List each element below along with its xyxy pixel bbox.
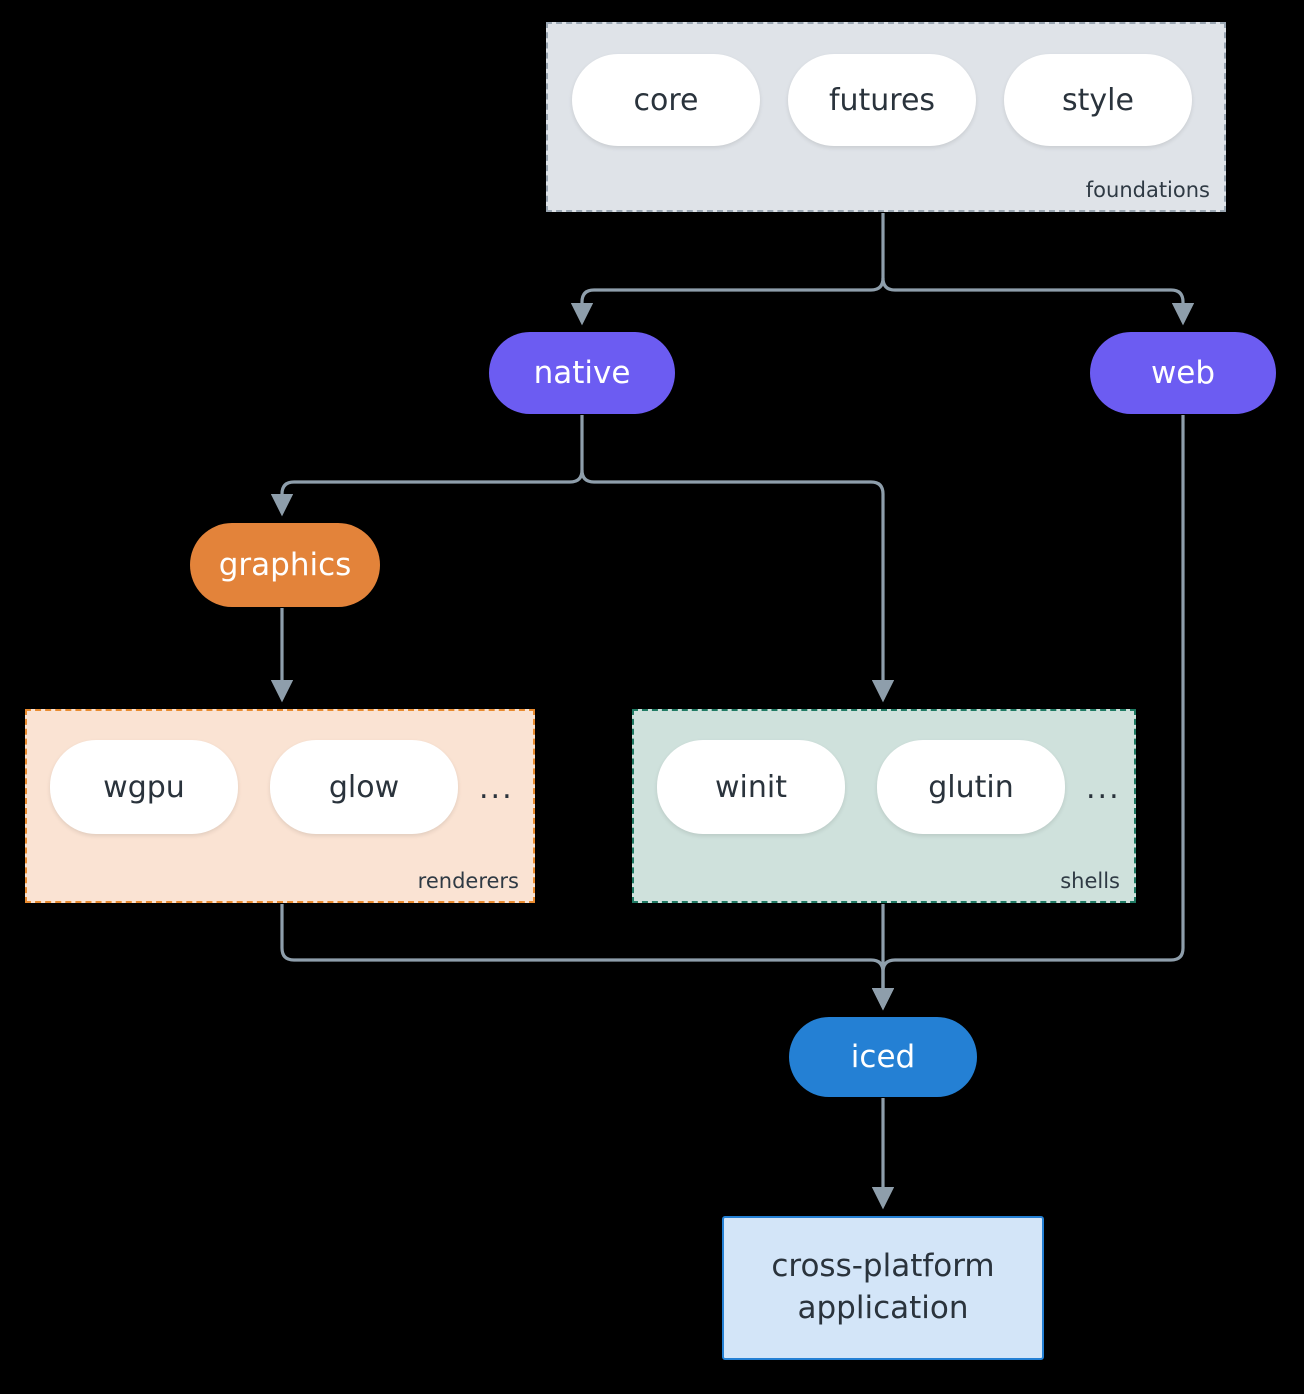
cluster-foundations: core futures style foundations [546, 22, 1226, 212]
node-winit[interactable]: winit [657, 740, 845, 834]
node-core[interactable]: core [572, 54, 760, 146]
node-style[interactable]: style [1004, 54, 1192, 146]
app-label-line2: application [797, 1290, 969, 1326]
node-graphics[interactable]: graphics [190, 523, 380, 607]
node-cross-platform-application[interactable]: cross-platform application [722, 1216, 1044, 1360]
edge-foundations-web [881, 277, 1195, 326]
cluster-foundations-label: foundations [1085, 178, 1210, 202]
node-futures[interactable]: futures [788, 54, 976, 146]
cluster-renderers: wgpu glow ... renderers [25, 709, 535, 903]
renderers-overflow-ellipsis: ... [479, 771, 514, 806]
node-web[interactable]: web [1090, 332, 1276, 414]
cluster-shells: winit glutin ... shells [632, 709, 1136, 903]
cluster-renderers-label: renderers [417, 869, 519, 893]
node-glow[interactable]: glow [270, 740, 458, 834]
app-label-line1: cross-platform [771, 1248, 995, 1285]
cluster-foundations-items: core futures style [548, 24, 1224, 210]
node-glutin[interactable]: glutin [877, 740, 1065, 834]
edge-renderers-iced [280, 904, 895, 1011]
node-native[interactable]: native [489, 332, 675, 414]
cluster-renderers-items: wgpu glow ... [27, 711, 533, 901]
node-iced[interactable]: iced [789, 1017, 977, 1097]
cluster-shells-items: winit glutin ... [634, 711, 1134, 901]
shells-overflow-ellipsis: ... [1086, 771, 1121, 806]
edge-native-shells [580, 469, 895, 703]
edge-native-graphics [270, 415, 584, 517]
cluster-shells-label: shells [1060, 869, 1120, 893]
edge-foundations-native [570, 213, 885, 326]
node-wgpu[interactable]: wgpu [50, 740, 238, 834]
